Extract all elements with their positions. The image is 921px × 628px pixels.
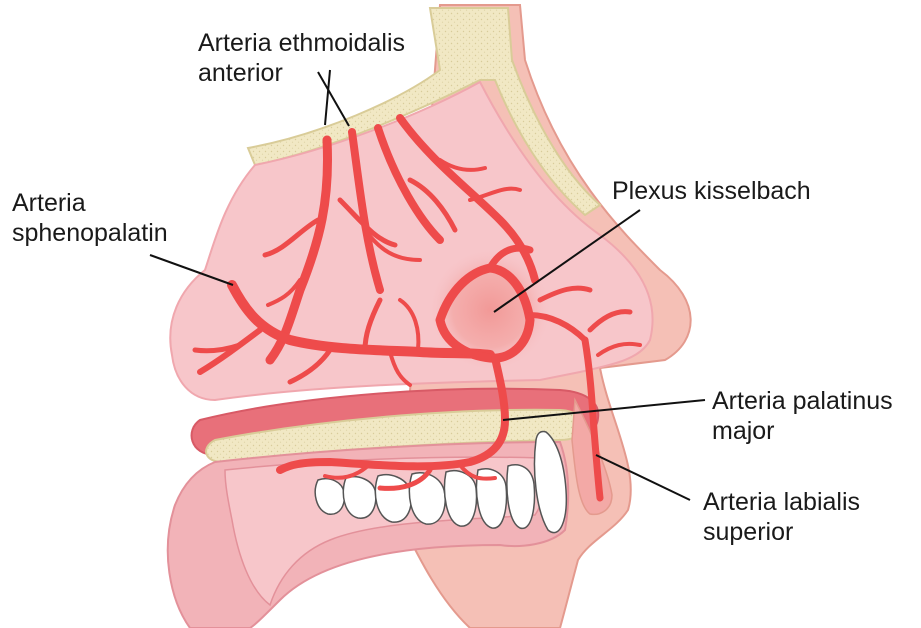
label-sphenopalatin: Arteria sphenopalatin bbox=[12, 188, 168, 248]
label-palatinus-major: Arteria palatinus major bbox=[712, 386, 893, 446]
label-line: Plexus kisselbach bbox=[612, 176, 811, 206]
tooth bbox=[315, 479, 344, 514]
label-plexus-kisselbach: Plexus kisselbach bbox=[612, 176, 811, 206]
label-line: sphenopalatin bbox=[12, 218, 168, 248]
label-ethmoidalis-anterior: Arteria ethmoidalis anterior bbox=[198, 28, 405, 88]
label-line: major bbox=[712, 416, 893, 446]
label-line: Arteria labialis bbox=[703, 487, 860, 517]
label-line: superior bbox=[703, 517, 860, 547]
label-line: Arteria ethmoidalis bbox=[198, 28, 405, 58]
label-line: Arteria palatinus bbox=[712, 386, 893, 416]
tooth bbox=[343, 477, 375, 518]
label-labialis-superior: Arteria labialis superior bbox=[703, 487, 860, 547]
label-line: anterior bbox=[198, 58, 405, 88]
label-line: Arteria bbox=[12, 188, 168, 218]
